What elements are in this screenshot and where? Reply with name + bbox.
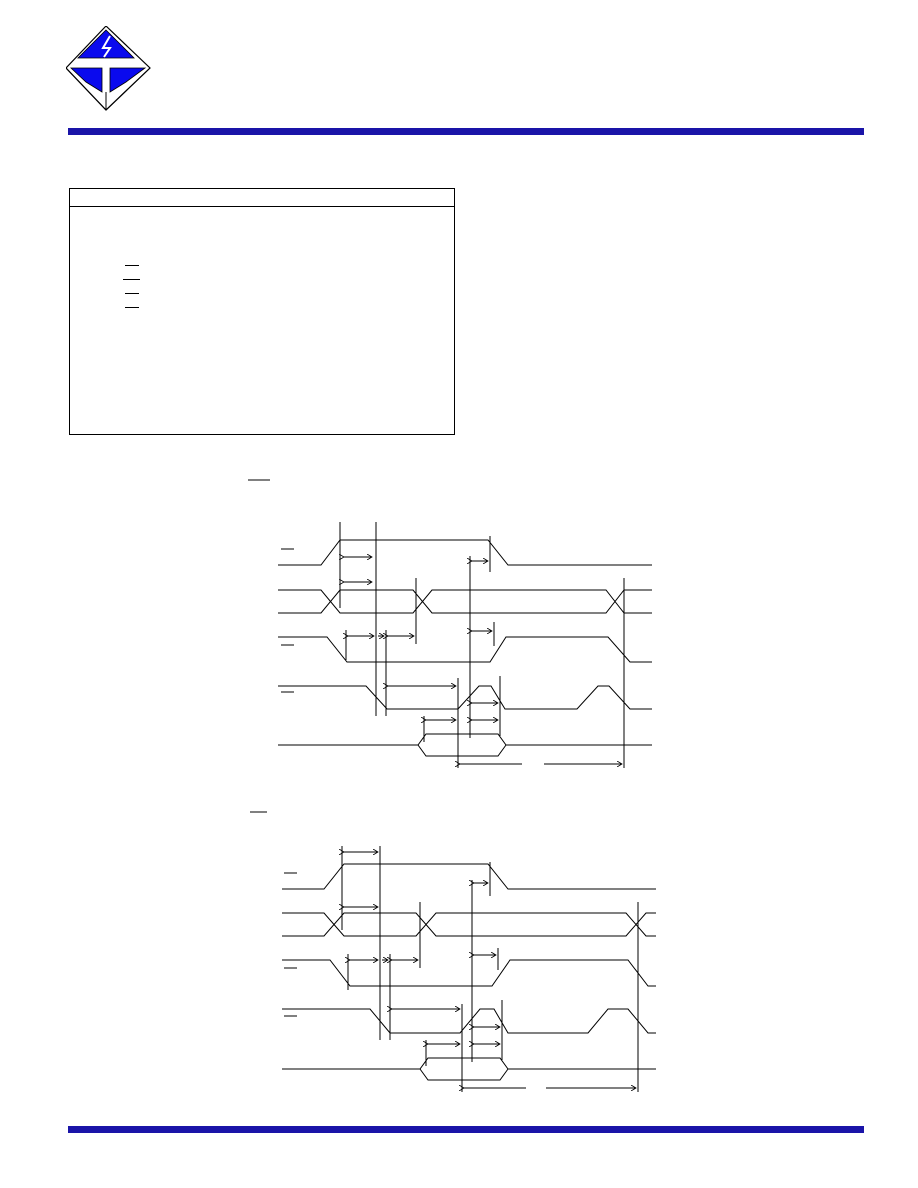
waveform-data — [282, 1057, 656, 1070]
waveform-signal-4 — [282, 1008, 656, 1034]
waveform-bus-address — [278, 589, 652, 614]
signal-overbar — [125, 265, 139, 266]
waveform-signal-1 — [282, 863, 656, 890]
signal-overbar — [123, 279, 140, 280]
waveform-bus-address — [282, 912, 656, 937]
footer-rule — [68, 1126, 864, 1133]
company-logo — [66, 26, 151, 111]
signal-overbar — [125, 293, 139, 294]
header-rule — [68, 128, 864, 135]
timing-diagram-2 — [250, 811, 656, 1092]
waveform-signal-3 — [278, 636, 652, 663]
characteristics-table — [69, 188, 455, 435]
waveform-signal-4 — [278, 685, 652, 710]
signal-overbar — [125, 307, 139, 308]
waveform-data — [278, 733, 652, 746]
waveform-signal-3 — [282, 959, 656, 987]
table-header-divider — [70, 206, 454, 207]
timing-diagram-1 — [248, 479, 652, 768]
waveform-signal-1 — [278, 539, 652, 566]
